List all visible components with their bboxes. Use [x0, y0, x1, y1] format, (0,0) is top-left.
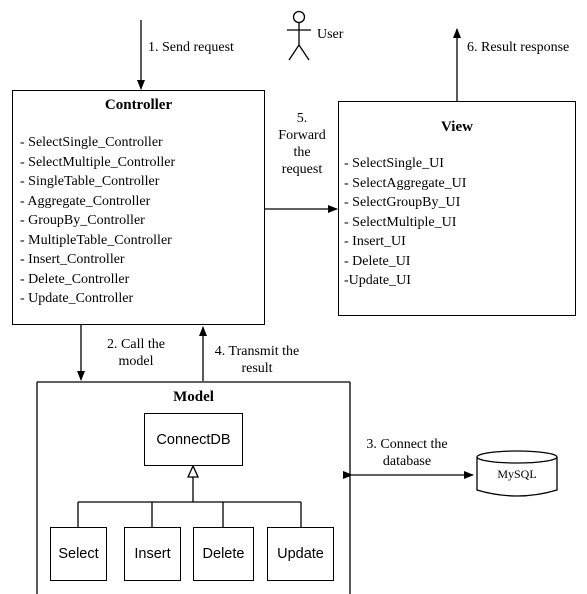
user-actor-icon	[287, 10, 311, 61]
user-label: User	[317, 27, 344, 42]
step4-line2: result	[241, 361, 273, 376]
view-list: - SelectSingle_UI - SelectAggregate_UI -…	[344, 154, 466, 291]
view-item: - SelectSingle_UI	[344, 156, 444, 171]
step2-label: 2. Call the model	[88, 336, 184, 370]
controller-item: - Insert_Controller	[20, 252, 125, 267]
view-item: - Insert_UI	[344, 234, 406, 249]
insert-class-box: Insert	[124, 527, 181, 581]
model-box-outline	[36, 381, 351, 594]
step3-label: 3. Connect the database	[352, 436, 462, 470]
view-item: -Update_UI	[344, 273, 411, 288]
controller-item: - Update_Controller	[20, 291, 134, 306]
controller-item: - GroupBy_Controller	[20, 213, 145, 228]
model-title: Model	[173, 389, 214, 405]
view-title: View	[441, 119, 473, 135]
inheritance-connectors	[77, 464, 302, 527]
view-item: - SelectAggregate_UI	[344, 175, 467, 191]
controller-box: Controller - SelectSingle_Controller - S…	[12, 90, 265, 325]
step1-label: 1. Send request	[148, 40, 234, 55]
step5-line3: the	[293, 145, 311, 160]
step5-line1: 5.	[296, 111, 308, 126]
update-class-box: Update	[267, 527, 334, 581]
controller-item: - MultipleTable_Controller	[20, 232, 172, 248]
view-item: - SelectGroupBy_UI	[344, 195, 461, 210]
mysql-label: MySQL	[497, 467, 537, 481]
controller-item: - SingleTable_Controller	[20, 174, 160, 189]
view-item: - SelectMultiple_UI	[344, 214, 457, 230]
step3-line1: 3. Connect the	[366, 437, 448, 452]
step5-line2: Forward	[278, 128, 326, 143]
step5-line4: request	[281, 162, 323, 177]
view-item: - Delete_UI	[344, 253, 411, 269]
step6-label: 6. Result response	[467, 40, 570, 55]
controller-item: - Delete_Controller	[20, 271, 130, 287]
step2-line2: model	[118, 354, 154, 369]
controller-item: - Aggregate_Controller	[20, 193, 151, 209]
step4-label: 4. Transmit the result	[203, 343, 311, 377]
step2-line1: 2. Call the	[107, 337, 165, 352]
step5-label: 5. Forward the request	[266, 110, 338, 178]
view-box: View - SelectSingle_UI - SelectAggregate…	[338, 101, 576, 316]
controller-list: - SelectSingle_Controller - SelectMultip…	[20, 133, 175, 309]
controller-title: Controller	[104, 97, 173, 113]
step3-line2: database	[382, 454, 432, 469]
controller-item: - SelectMultiple_Controller	[20, 154, 176, 170]
step4-line1: 4. Transmit the	[214, 344, 300, 359]
controller-item: - SelectSingle_Controller	[20, 135, 163, 150]
connectdb-class-box: ConnectDB	[144, 413, 243, 466]
delete-class-box: Delete	[193, 527, 254, 581]
select-class-box: Select	[50, 527, 107, 581]
mysql-database-icon	[476, 450, 558, 497]
